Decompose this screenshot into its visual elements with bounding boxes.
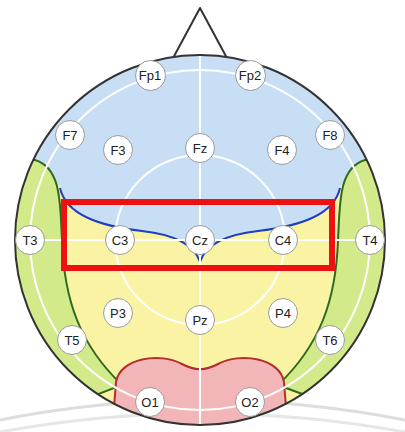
electrode-circle: Fp1 xyxy=(135,60,166,91)
electrode-label: F7 xyxy=(62,129,77,142)
electrode-circle: Cz xyxy=(185,225,215,255)
electrode-circle: P3 xyxy=(103,298,133,328)
electrode-label: P4 xyxy=(275,307,291,320)
electrode-label: Fp2 xyxy=(239,69,261,82)
electrode-label: C3 xyxy=(112,234,129,247)
nose xyxy=(172,8,228,60)
electrode-label: T3 xyxy=(22,234,37,247)
electrode-circle: T6 xyxy=(315,325,345,355)
electrode-label: C4 xyxy=(275,234,292,247)
electrode-circle: O1 xyxy=(135,387,165,417)
electrode-circle: Pz xyxy=(185,305,215,335)
electrode-label: O1 xyxy=(141,396,158,409)
electrode-circle: P4 xyxy=(268,298,298,328)
electrode-circle: C4 xyxy=(268,225,298,255)
electrode-label: O2 xyxy=(241,396,258,409)
head-outline xyxy=(15,55,385,425)
electrode-circle: T3 xyxy=(15,225,45,255)
highlight-rectangle xyxy=(64,202,332,268)
electrode-label: Cz xyxy=(192,234,208,247)
electrode-circle: T4 xyxy=(355,225,385,255)
electrode-circle: F3 xyxy=(103,135,133,165)
electrode-circle: F4 xyxy=(267,135,297,165)
electrode-label: T5 xyxy=(64,334,79,347)
electrode-circle: F8 xyxy=(315,120,345,150)
electrode-label: T6 xyxy=(322,334,337,347)
electrode-circle: Fz xyxy=(185,133,215,163)
electrode-label: Fz xyxy=(193,142,207,155)
electrode-circle: T5 xyxy=(57,325,87,355)
electrode-circle: C3 xyxy=(105,225,135,255)
electrode-label: P3 xyxy=(110,307,126,320)
electrode-label: T4 xyxy=(362,234,377,247)
electrode-label: F4 xyxy=(274,144,289,157)
electrode-label: F3 xyxy=(110,144,125,157)
electrode-label: Fp1 xyxy=(139,69,161,82)
electrode-circle: Fp2 xyxy=(235,60,266,91)
electrode-label: F8 xyxy=(322,129,337,142)
electrode-circle: O2 xyxy=(235,387,265,417)
electrode-circle: F7 xyxy=(55,120,85,150)
electrode-label: Pz xyxy=(192,314,207,327)
